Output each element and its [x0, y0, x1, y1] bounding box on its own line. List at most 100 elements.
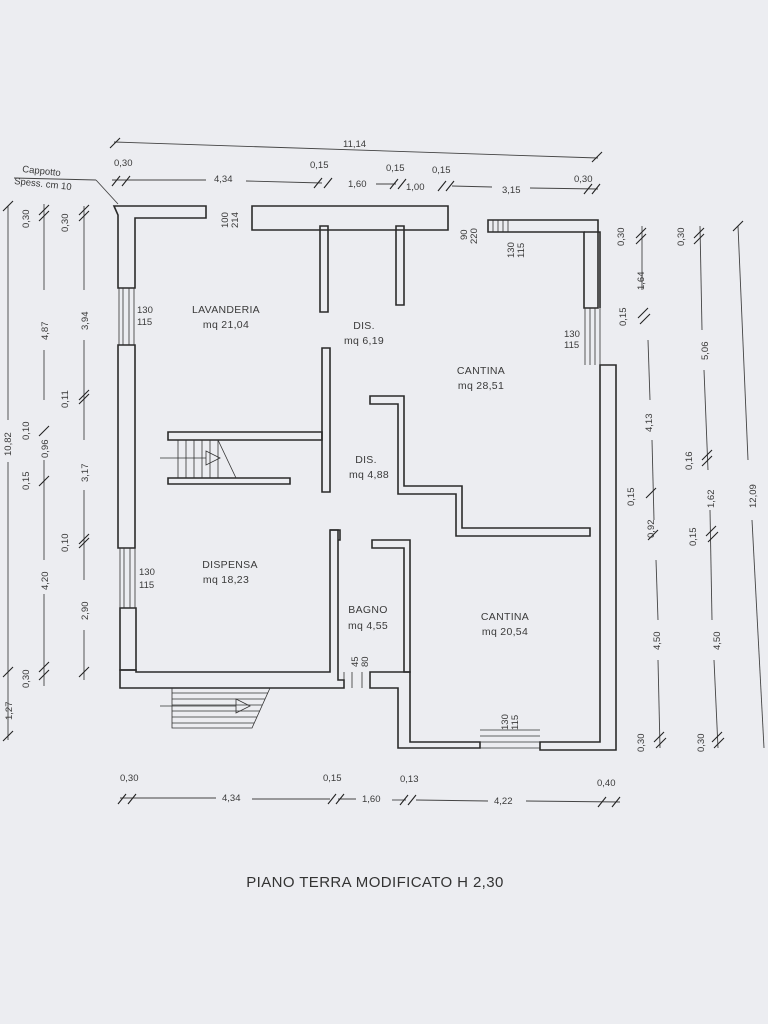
dim-right-inner: 1,64: [636, 272, 647, 291]
opening-width: 130: [139, 567, 155, 578]
room-name: DISPENSA: [202, 559, 258, 571]
page-title: PIANO TERRA MODIFICATO H 2,30: [246, 874, 504, 891]
cappotto-note: Cappotto: [22, 164, 62, 179]
wall-bottom-right: [539, 364, 617, 751]
opening-width: 130: [506, 242, 517, 258]
cappotto-note-thickness: Spess. cm 10: [14, 176, 72, 193]
dim-right-inner: 4,13: [644, 414, 655, 433]
opening-width: 90: [459, 229, 470, 240]
dimension-lines: [2, 137, 765, 808]
room-name: BAGNO: [348, 604, 387, 616]
room-name: LAVANDERIA: [192, 304, 260, 316]
dim-right-inner-small: 0,15: [618, 308, 629, 327]
room-area: mq 20,54: [482, 626, 528, 638]
dim-left-inner-small: 0,11: [60, 390, 71, 408]
partition-stair-wall: [167, 431, 323, 441]
dim-right-inner-small: 0,15: [626, 488, 637, 507]
dimension-text: 11,14 0,30 0,15 0,15 0,15 0,30 4,34 1,60…: [3, 139, 759, 807]
partition-dis1-left: [319, 225, 329, 313]
room-area: mq 21,04: [203, 319, 249, 331]
dim-left-mid: 0,96: [40, 440, 51, 459]
dim-left-inner: 3,17: [80, 464, 91, 483]
partition-center: [321, 347, 331, 493]
dim-right-mid-small: 0,30: [676, 228, 687, 247]
partition-stair-bottom: [167, 477, 291, 485]
dim-right-mid: 5,06: [700, 342, 711, 361]
dim-bottom-main: 4,34: [222, 793, 241, 804]
opening-height: 80: [360, 656, 371, 667]
dim-right-inner-small: 0,30: [616, 228, 627, 247]
dim-right-mid: 1,62: [706, 490, 717, 509]
wall-bottom-left: [119, 529, 345, 689]
dim-left-inner-small: 0,30: [60, 214, 71, 233]
room-area: mq 6,19: [344, 335, 384, 347]
dim-left-small: 0,30: [21, 670, 32, 689]
dim-bottom-main: 4,22: [494, 796, 513, 807]
dim-left-small: 0,15: [21, 472, 32, 491]
partition-dispensa: [330, 529, 341, 541]
dim-left-inner-small: 0,10: [60, 534, 71, 553]
dim-left-mid: 4,20: [40, 572, 51, 591]
wall-top-left: [112, 205, 207, 289]
walls: [112, 205, 617, 751]
opening-width: 45: [350, 656, 361, 667]
opening-height: 115: [139, 580, 154, 591]
wall-top-mid: [251, 205, 449, 231]
dim-right-inner: 0,92: [646, 520, 657, 539]
partition-dis1-right: [395, 225, 405, 306]
opening-width: 130: [564, 329, 580, 340]
room-name: DIS.: [355, 454, 377, 466]
dim-bottom-small: 0,40: [597, 778, 616, 789]
wall-left-2: [119, 607, 137, 671]
dim-left-mid: 4,87: [40, 322, 51, 341]
opening-height: 220: [469, 228, 480, 244]
dim-top-small: 0,15: [432, 165, 451, 176]
wall-left-1: [117, 344, 136, 549]
dim-right-mid-small: 0,30: [696, 734, 707, 753]
dim-bottom-small: 0,15: [323, 773, 342, 784]
room-name: CANTINA: [457, 365, 505, 377]
dim-top-small: 0,15: [386, 163, 405, 174]
opening-height: 115: [137, 317, 152, 328]
opening-height: 214: [230, 212, 241, 228]
room-area: mq 4,88: [349, 469, 389, 481]
windows: [118, 220, 601, 749]
dim-right-outer: 12,09: [748, 484, 759, 508]
opening-height: 115: [516, 243, 527, 258]
dim-right-mid-small: 0,15: [688, 528, 699, 547]
dim-top-small: 0,15: [310, 160, 329, 171]
opening-height: 115: [564, 340, 579, 351]
wall-top-right: [487, 219, 599, 309]
dim-right-mid-small: 0,16: [684, 452, 695, 471]
opening-width: 130: [500, 714, 511, 730]
dim-left-small: 0,10: [21, 422, 32, 441]
room-area: mq 4,55: [348, 620, 388, 632]
wall-bottom-mid: [369, 671, 481, 749]
dim-right-inner-small: 0,30: [636, 734, 647, 753]
dim-top-main: 4,34: [214, 174, 233, 185]
opening-width: 100: [220, 212, 231, 228]
dim-right-inner: 4,50: [652, 632, 663, 651]
partition-cantina: [369, 395, 591, 537]
dim-bottom-small: 0,13: [400, 774, 419, 785]
interior-stair: [160, 439, 237, 479]
opening-width: 130: [137, 305, 153, 316]
dim-top-main: 1,00: [406, 182, 425, 193]
room-name: DIS.: [353, 320, 375, 332]
dim-left-inner: 3,94: [80, 312, 91, 331]
dim-top-small: 0,30: [574, 174, 593, 185]
exterior-stair: [160, 687, 271, 729]
dim-right-mid: 4,50: [712, 632, 723, 651]
opening-labels: 100 214 90 220 130 115 130 115 130 115 1…: [137, 212, 580, 730]
room-area: mq 28,51: [458, 380, 504, 392]
dim-top-main: 1,60: [348, 179, 367, 190]
dim-bottom-small: 0,30: [120, 773, 139, 784]
dim-top-main: 3,15: [502, 185, 521, 196]
dim-left-small: 0,30: [21, 210, 32, 229]
room-name: CANTINA: [481, 611, 529, 623]
dim-top-total: 11,14: [343, 139, 366, 150]
opening-height: 115: [510, 715, 521, 730]
wall-right-top: [584, 231, 601, 308]
partition-bagno: [371, 539, 411, 673]
